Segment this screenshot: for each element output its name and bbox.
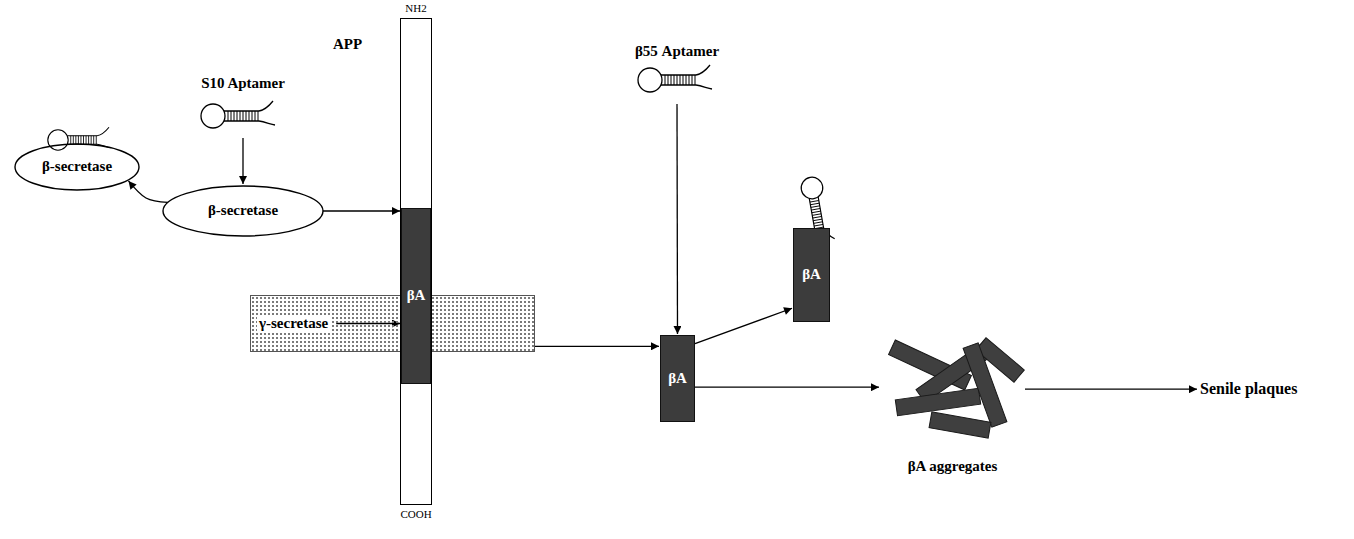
enzyme-ellipse: β-secretase <box>162 185 324 237</box>
node-label: β-secretase <box>42 158 112 175</box>
node-label: S10 Aptamer <box>201 75 285 91</box>
node-label: β-secretase <box>208 202 278 219</box>
node-label: APP <box>333 36 362 53</box>
node-label: β55 Aptamer <box>635 43 719 59</box>
arrow-connector <box>535 346 659 347</box>
arrow-connector <box>676 104 678 334</box>
node-label: βA aggregates <box>908 458 998 475</box>
aptamer-icon <box>201 101 275 128</box>
peptide-box: βA <box>660 335 695 422</box>
node-label: γ-secretase <box>257 315 330 332</box>
peptide-box: βA <box>793 228 830 322</box>
bound-aptamer-icon <box>48 127 111 150</box>
node-label: βA <box>668 370 687 387</box>
arrow-connector <box>695 308 792 343</box>
terminus-label: COOH <box>396 508 436 521</box>
node-label: βA <box>802 266 821 283</box>
peptide-segment: βA <box>401 208 431 384</box>
enzyme-ellipse: β-secretase <box>14 143 140 191</box>
aggregate-group: βA aggregates <box>880 330 1025 475</box>
aptamer-group: S10 Aptamer <box>188 74 298 138</box>
enzyme-band: γ-secretase <box>250 295 535 352</box>
aptamer-group: β55 Aptamer <box>622 42 732 104</box>
arrow-connector <box>1025 389 1197 390</box>
outcome-label: Senile plaques <box>1198 378 1299 400</box>
arrow-connector <box>129 181 168 203</box>
protein-bar: APPβA <box>400 18 432 505</box>
ellipse-outline <box>163 186 323 236</box>
arrow-connector <box>695 387 879 388</box>
node-label: Senile plaques <box>1200 380 1297 397</box>
arrow-connector <box>242 138 243 184</box>
arrow-connector <box>323 210 400 211</box>
aptamer-icon <box>638 65 712 92</box>
amyloid-aggregate <box>889 338 1025 438</box>
terminus-label: NH2 <box>396 2 436 15</box>
ellipse-outline <box>15 144 139 190</box>
node-label: βA <box>407 287 426 304</box>
